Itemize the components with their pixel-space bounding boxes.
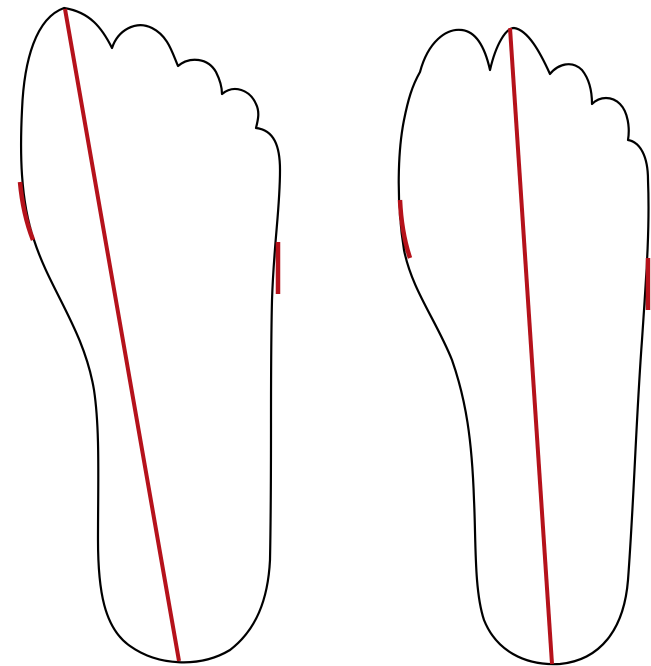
left-foot-outline bbox=[21, 8, 280, 662]
left-foot bbox=[20, 8, 280, 662]
right-foot-outline bbox=[399, 28, 649, 664]
right-foot bbox=[399, 28, 649, 664]
